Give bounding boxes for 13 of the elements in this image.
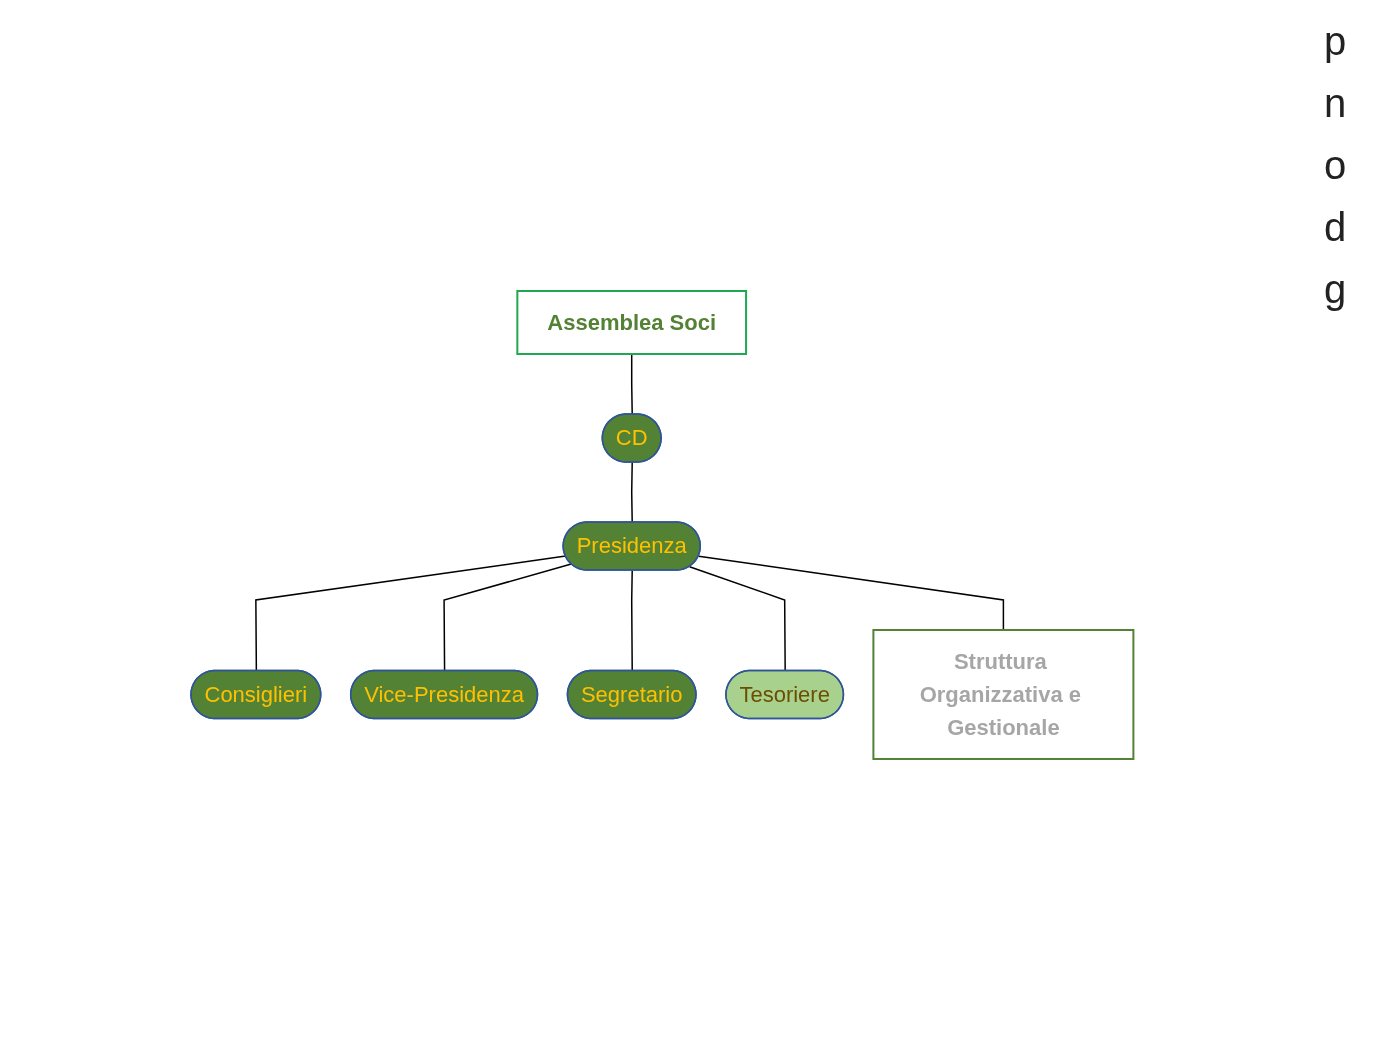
node-box: Assemblea Soci bbox=[516, 290, 747, 355]
node-box: Struttura Organizzativa e Gestionale bbox=[872, 629, 1135, 760]
connector bbox=[443, 563, 572, 672]
connector bbox=[254, 555, 567, 672]
text-fragment: d bbox=[1324, 204, 1348, 251]
connector bbox=[697, 555, 1004, 631]
text-fragment: g bbox=[1324, 266, 1348, 313]
connector bbox=[630, 569, 633, 672]
text-fragment: p bbox=[1324, 18, 1348, 65]
connector bbox=[630, 353, 633, 416]
text-fragment: o bbox=[1324, 142, 1348, 189]
text-fragment: n bbox=[1324, 80, 1348, 127]
connector bbox=[688, 566, 786, 672]
